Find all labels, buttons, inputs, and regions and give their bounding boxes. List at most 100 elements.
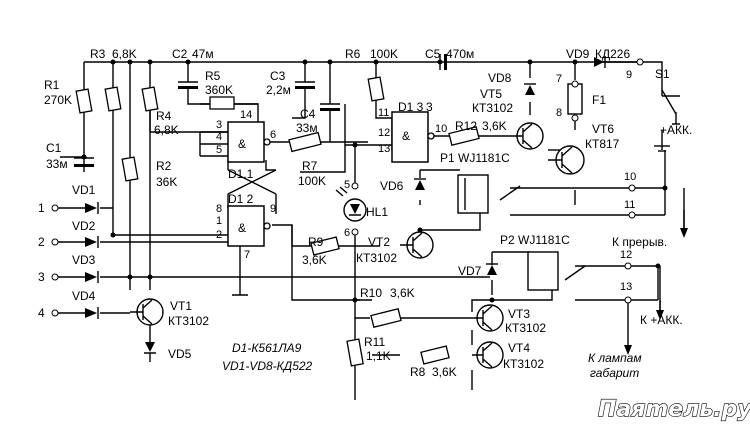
value-vt4: КТ3102 <box>503 357 544 371</box>
input-terminal-1 <box>51 204 59 212</box>
label-vd4: VD4 <box>72 289 96 303</box>
label-vt1: VT1 <box>170 299 192 313</box>
diodes <box>85 56 606 362</box>
resistor-r7 <box>288 131 322 153</box>
value-r6: 100K <box>370 47 398 61</box>
akk-label: АКК. <box>667 123 692 137</box>
relay-p1 <box>457 174 521 214</box>
akk-plus: + <box>660 123 667 137</box>
gate-d1-2-bubble <box>263 222 271 230</box>
label-vd7: VD7 <box>458 264 482 278</box>
value-r8: 3,6K <box>432 365 457 379</box>
value-r3: 6,8K <box>112 47 137 61</box>
gate2-symbol: & <box>238 221 246 235</box>
label-d12: D1 2 <box>228 192 254 206</box>
gate-d1-3 <box>391 111 429 163</box>
resistor-r5 <box>209 96 235 110</box>
value-c3: 2,2м <box>266 83 291 97</box>
label-k-akk: К +АКК. <box>640 313 683 327</box>
junctions <box>81 59 668 303</box>
diode-vd7 <box>487 265 497 275</box>
note-diodes-type: VD1-VD8-КД522 <box>222 359 313 373</box>
resistor-r2 <box>121 156 139 182</box>
pin-hl1-5: 5 <box>344 179 350 191</box>
value-r9: 3,6K <box>302 253 327 267</box>
diode-vd5 <box>145 342 155 352</box>
pin-g1-3: 3 <box>216 119 222 131</box>
pin-hl1-6: 6 <box>344 227 350 239</box>
pin-g1-4: 4 <box>216 131 222 143</box>
resistor-r4 <box>141 86 159 112</box>
input-4: 4 <box>38 306 45 320</box>
label-vt6: VT6 <box>592 122 614 136</box>
resistor-r9 <box>310 236 340 256</box>
pin-g3-11: 11 <box>378 107 389 119</box>
value-c2: 47м <box>192 47 214 61</box>
label-r6: R6 <box>345 47 361 61</box>
value-c1: 33м <box>46 157 68 171</box>
label-s1: S1 <box>655 67 670 81</box>
label-r8: R8 <box>410 365 426 379</box>
label-c5: C5 <box>425 47 441 61</box>
label-k-lamp1: К лампам <box>588 351 642 365</box>
label-c2: C2 <box>172 47 188 61</box>
value-vt2: КТ3102 <box>356 251 397 265</box>
pin-g2-7: 7 <box>244 249 250 261</box>
label-r7: R7 <box>302 159 318 173</box>
value-r10: 3,6K <box>390 286 415 300</box>
label-vd8: VD8 <box>488 71 512 85</box>
label-vd5: VD5 <box>168 347 192 361</box>
value-c4: 33м <box>296 121 318 135</box>
label-c3: C3 <box>270 69 286 83</box>
diode-vd9 <box>594 57 604 67</box>
input-terminal-2 <box>51 238 59 246</box>
resistor-r12 <box>448 126 480 146</box>
input-1: 1 <box>38 201 45 215</box>
diode-vd2 <box>85 237 97 247</box>
value-r4: 6,8K <box>154 123 179 137</box>
pin-g1-5: 5 <box>216 144 222 156</box>
pin-t13: 13 <box>620 281 632 293</box>
pin-s1-9: 9 <box>626 69 632 81</box>
pin-d13: 3 <box>426 100 433 114</box>
value-c5: 470м <box>446 47 474 61</box>
value-r2: 36K <box>156 175 177 189</box>
gate-d1-1-bubble <box>263 138 271 146</box>
resistor-r10 <box>370 308 402 328</box>
resistor-r6 <box>367 76 385 102</box>
value-r1: 270K <box>44 93 72 107</box>
label-r4: R4 <box>156 109 172 123</box>
labels: R3 6,8K C2 47м R6 100K C5 470м VD9 КД226… <box>38 47 750 423</box>
note-d1-type: D1-К561ЛА9 <box>232 341 302 355</box>
label-c1: C1 <box>46 141 62 155</box>
capacitors <box>74 54 447 167</box>
label-vd3: VD3 <box>72 253 96 267</box>
output-arrows <box>624 188 688 355</box>
pin-t10: 10 <box>624 171 636 183</box>
pin-g2-9: 9 <box>270 203 276 215</box>
switch-s1 <box>661 89 680 125</box>
diode-vd4 <box>85 308 97 318</box>
pin-g1-6: 6 <box>270 129 276 141</box>
value-r7: 100K <box>298 174 326 188</box>
label-r10: R10 <box>360 286 382 300</box>
capacitor-c5-plate <box>444 54 447 70</box>
label-r2: R2 <box>156 159 172 173</box>
resistors <box>75 76 480 367</box>
value-vt3: КТ3102 <box>505 321 546 335</box>
pin-g3-10: 10 <box>435 123 447 135</box>
capacitor-c1-plate <box>74 164 94 167</box>
capacitor-c3-plate <box>295 86 315 89</box>
led-hl1 <box>335 186 367 222</box>
label-f1: F1 <box>592 93 606 107</box>
pin-g2-8: 8 <box>216 203 222 215</box>
label-vd9: VD9 <box>566 47 590 61</box>
pin-f1-7: 7 <box>556 73 562 85</box>
label-r5: R5 <box>205 69 221 83</box>
terminals <box>51 58 644 317</box>
pin-g2-2: 2 <box>216 229 222 241</box>
pin-g1-14: 14 <box>240 109 252 121</box>
label-r11: R11 <box>364 335 385 349</box>
